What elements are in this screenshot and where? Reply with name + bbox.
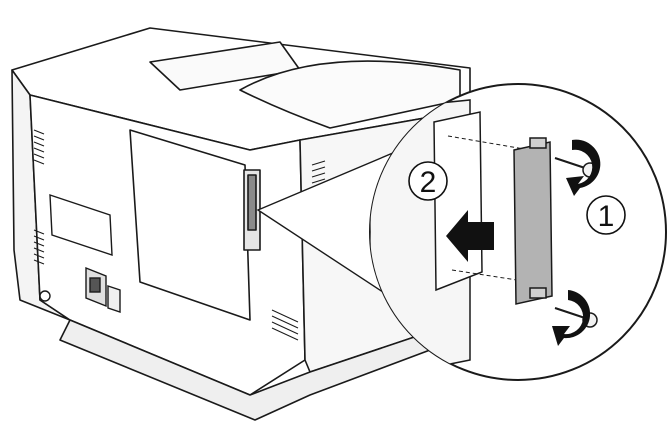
rear-panel [129, 129, 251, 321]
rotate-arrow-bottom-icon [552, 290, 591, 346]
step-number-1: 1 [598, 200, 615, 233]
zoom-detail: 2 1 [369, 83, 667, 381]
interface-cover [247, 174, 257, 231]
left-vents [33, 129, 45, 265]
slide-out-arrow-icon [446, 210, 494, 262]
lock-slot-icon [39, 290, 51, 302]
power-socket [89, 277, 101, 293]
printer-body [11, 27, 471, 421]
step-number-2: 2 [420, 166, 437, 199]
cover-plate [513, 141, 553, 305]
step-badge-2: 2 [408, 161, 448, 201]
zoom-slot-frame [433, 111, 483, 292]
power-switch [107, 285, 121, 313]
rotate-arrow-top-icon [566, 139, 601, 196]
top-cover [239, 60, 461, 129]
cover-plate-tab-bottom [529, 287, 547, 299]
cover-plate-tab-top [529, 137, 547, 149]
power-section [39, 194, 121, 313]
rating-label [49, 194, 113, 256]
step-badge-1: 1 [586, 195, 626, 235]
